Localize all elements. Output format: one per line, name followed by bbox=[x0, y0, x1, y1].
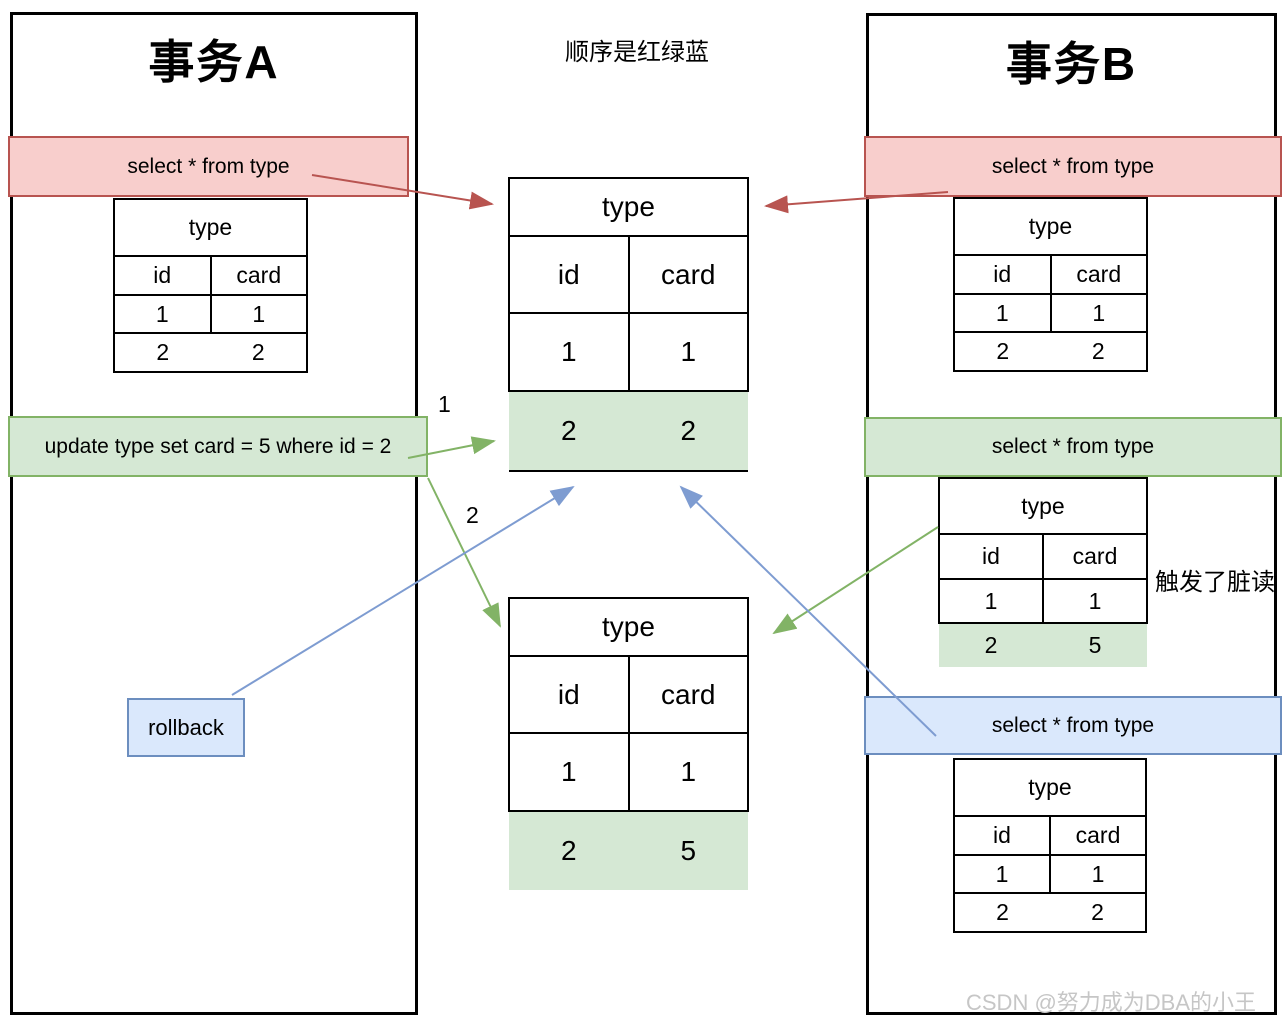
table-title: type bbox=[508, 597, 749, 657]
transaction-b-title: 事务B bbox=[1005, 38, 1138, 90]
col-header: card bbox=[1049, 254, 1148, 295]
cell: 2 bbox=[210, 332, 308, 373]
table-row: type bbox=[953, 758, 1147, 817]
banner-b-select-1-label: select * from type bbox=[991, 154, 1155, 178]
table-row: 2 2 bbox=[953, 892, 1147, 933]
table-a-snapshot: type id card 1 1 2 2 bbox=[113, 198, 308, 373]
table-row: 1 1 bbox=[113, 294, 308, 334]
col-header: card bbox=[627, 235, 749, 314]
cell: 1 bbox=[1049, 854, 1147, 894]
col-header: id bbox=[508, 235, 630, 314]
cell: 2 bbox=[628, 391, 748, 472]
table-row: 1 1 bbox=[953, 293, 1148, 333]
table-row: 2 2 bbox=[113, 332, 308, 373]
table-title: type bbox=[953, 758, 1147, 817]
table-row: type bbox=[508, 597, 749, 657]
table-row-highlighted: 2 5 bbox=[939, 623, 1147, 667]
cell: 5 bbox=[628, 811, 748, 890]
cell: 2 bbox=[509, 811, 629, 890]
sequence-label-1: 1 bbox=[438, 391, 451, 417]
table-row: type bbox=[113, 198, 308, 257]
cell: 1 bbox=[627, 732, 749, 812]
table-row: 1 1 bbox=[508, 732, 749, 812]
table-row: type bbox=[508, 177, 749, 237]
col-header: id bbox=[508, 655, 630, 734]
cell: 1 bbox=[1049, 293, 1148, 333]
arrow-green-update-to-db-after bbox=[427, 477, 501, 628]
cell: 1 bbox=[1042, 578, 1148, 624]
table-b-snapshot-1: type id card 1 1 2 2 bbox=[953, 197, 1148, 372]
banner-a-update: update type set card = 5 where id = 2 bbox=[8, 416, 428, 477]
table-row-highlighted: 2 2 bbox=[509, 391, 748, 472]
banner-b-select-2-label: select * from type bbox=[991, 435, 1155, 458]
sequence-label-2: 2 bbox=[466, 502, 479, 528]
table-title: type bbox=[953, 197, 1148, 256]
table-b-snapshot-2: type id card 1 1 2 5 bbox=[938, 477, 1148, 667]
rollback-box: rollback bbox=[127, 698, 245, 757]
table-row: id card bbox=[953, 815, 1147, 856]
table-row: id card bbox=[953, 254, 1148, 295]
cell: 2 bbox=[1050, 892, 1147, 933]
col-header: id bbox=[953, 815, 1051, 856]
table-b-snapshot-3: type id card 1 1 2 2 bbox=[953, 758, 1147, 933]
cell: 2 bbox=[509, 391, 629, 472]
cell: 2 bbox=[1050, 331, 1148, 372]
cell: 1 bbox=[953, 293, 1052, 333]
rollback-label: rollback bbox=[148, 714, 224, 740]
order-note: 顺序是红绿蓝 bbox=[565, 39, 709, 66]
col-header: id bbox=[113, 255, 212, 296]
banner-b-select-2: select * from type bbox=[864, 417, 1282, 477]
cell: 1 bbox=[627, 312, 749, 392]
table-row: id card bbox=[113, 255, 308, 296]
cell: 2 bbox=[939, 623, 1043, 667]
cell: 1 bbox=[508, 732, 630, 812]
banner-b-select-3: select * from type bbox=[864, 696, 1282, 755]
table-row: id card bbox=[508, 655, 749, 734]
watermark: CSDN @努力成为DBA的小王 bbox=[966, 990, 1257, 1015]
banner-b-select-1: select * from type bbox=[864, 136, 1282, 197]
table-title: type bbox=[508, 177, 749, 237]
table-row: 2 2 bbox=[953, 331, 1148, 372]
cell: 2 bbox=[113, 332, 211, 373]
col-header: id bbox=[953, 254, 1052, 295]
cell: 1 bbox=[209, 294, 308, 334]
col-header: card bbox=[1042, 533, 1148, 580]
table-row: type bbox=[938, 477, 1148, 535]
cell: 1 bbox=[113, 294, 212, 334]
table-db-before: type id card 1 1 2 2 bbox=[508, 177, 749, 472]
table-row: id card bbox=[508, 235, 749, 314]
table-title: type bbox=[113, 198, 308, 257]
transaction-a-title: 事务A bbox=[148, 36, 280, 88]
banner-a-select-label: select * from type bbox=[127, 154, 290, 178]
table-row: 1 1 bbox=[938, 578, 1148, 624]
col-header: card bbox=[1049, 815, 1147, 856]
cell: 1 bbox=[508, 312, 630, 392]
table-row: type bbox=[953, 197, 1148, 256]
table-row: 1 1 bbox=[953, 854, 1147, 894]
col-header: card bbox=[209, 255, 308, 296]
table-title: type bbox=[938, 477, 1148, 535]
cell: 1 bbox=[953, 854, 1051, 894]
col-header: card bbox=[627, 655, 749, 734]
table-row: id card bbox=[938, 533, 1148, 580]
cell: 2 bbox=[953, 331, 1051, 372]
cell: 2 bbox=[953, 892, 1050, 933]
table-row: 1 1 bbox=[508, 312, 749, 392]
dirty-read-note: 触发了脏读 bbox=[1155, 569, 1275, 596]
cell: 1 bbox=[938, 578, 1044, 624]
banner-a-select: select * from type bbox=[8, 136, 409, 197]
banner-a-update-label: update type set card = 5 where id = 2 bbox=[44, 434, 392, 458]
table-row-highlighted: 2 5 bbox=[509, 811, 748, 890]
table-db-after: type id card 1 1 2 5 bbox=[508, 597, 749, 890]
col-header: id bbox=[938, 533, 1044, 580]
banner-b-select-3-label: select * from type bbox=[991, 713, 1155, 737]
cell: 5 bbox=[1043, 623, 1147, 667]
